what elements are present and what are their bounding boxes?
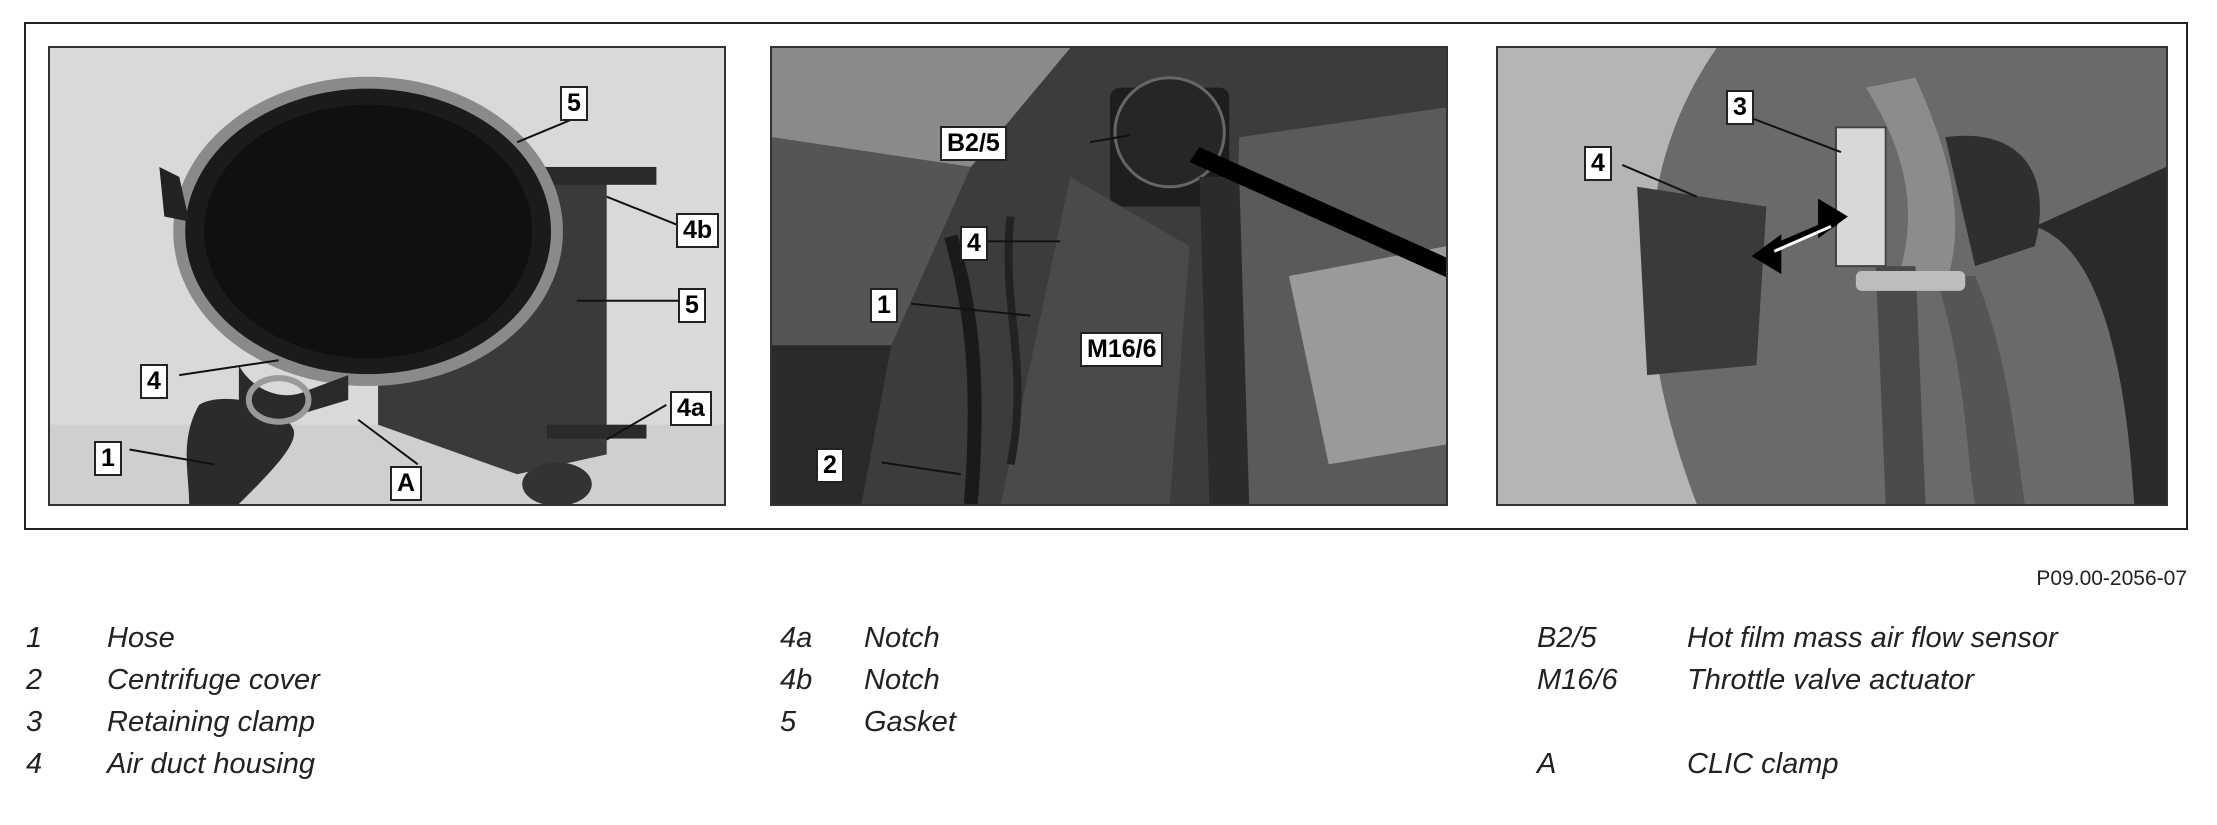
callout-4b: 4b [676,213,720,248]
legend-label: Throttle valve actuator [1687,664,1974,696]
legend-label: Notch [864,622,940,654]
callout-5-side: 5 [678,288,706,323]
legend-label: CLIC clamp [1687,748,1839,780]
legend-label: Hose [107,622,175,654]
legend-key: 4b [780,664,813,696]
legend-label: Centrifuge cover [107,664,320,696]
callout-5-top: 5 [560,86,588,121]
legend-key: B2/5 [1537,622,1597,654]
legend-label: Gasket [864,706,956,738]
legend-key: 3 [26,706,43,738]
legend-key: 2 [26,664,43,696]
callout-2: 2 [816,448,844,483]
callout-3: 3 [1726,90,1754,125]
legend-key: 1 [26,622,43,654]
legend-label: Notch [864,664,940,696]
callout-M16-6: M16/6 [1080,332,1164,367]
photo-engine-bay: B2/5 4 1 M16/6 2 [770,46,1448,506]
photo-sensor-closeup: 3 4 [1496,46,2168,506]
callout-4: 4 [140,364,168,399]
callout-B2-5: B2/5 [940,126,1007,161]
callout-1: 1 [870,288,898,323]
legend-label: Air duct housing [107,748,315,780]
callout-1: 1 [94,441,122,476]
legend-key: 4a [780,622,813,654]
callout-4: 4 [960,226,988,261]
legend-key: M16/6 [1537,664,1618,696]
legend-key: A [1537,748,1557,780]
photo-air-duct-housing: 5 4b 5 4 4a 1 A [48,46,726,506]
callout-4: 4 [1584,146,1612,181]
callout-4a: 4a [670,391,712,426]
legend-label: Hot film mass air flow sensor [1687,622,2058,654]
legend-key: 5 [780,706,797,738]
callout-A: A [390,466,423,501]
legend-key: 4 [26,748,43,780]
figure-id: P09.00-2056-07 [2036,567,2187,590]
figure-frame: 5 4b 5 4 4a 1 A B2/5 4 1 [24,22,2188,530]
legend-label: Retaining clamp [107,706,315,738]
